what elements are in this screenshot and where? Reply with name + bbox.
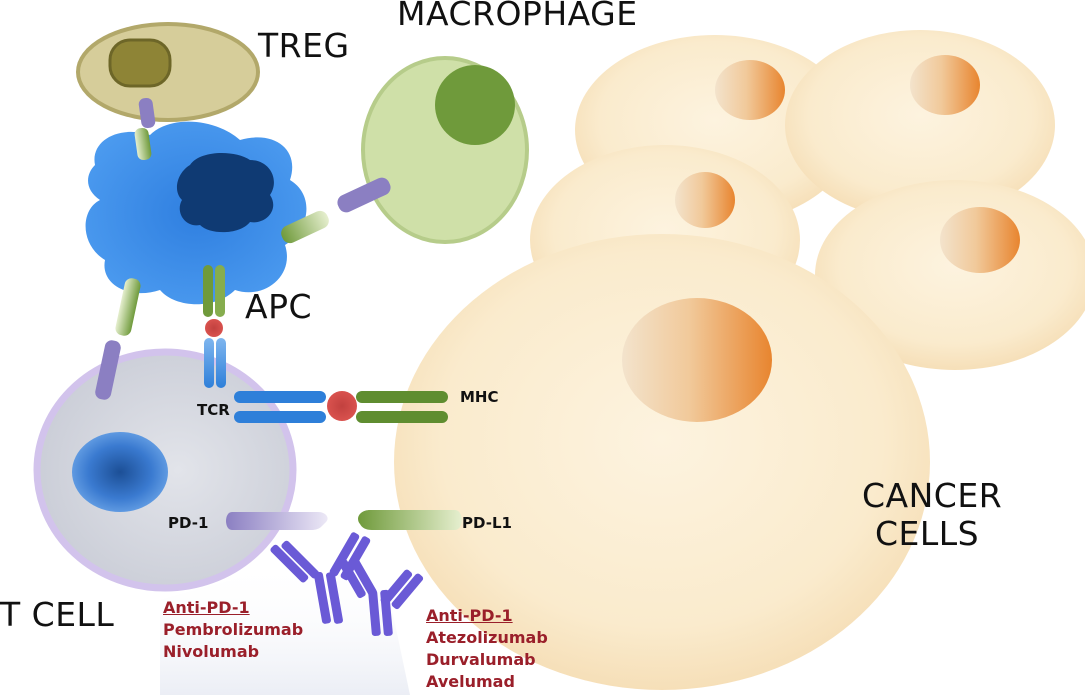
- drug-item: Avelumad: [426, 672, 515, 691]
- tcr-rod: [234, 391, 326, 403]
- cancer-cells-label-line1: CANCER: [862, 476, 1003, 515]
- mhc-rod: [356, 391, 448, 403]
- pd1-pdl1-complex: [226, 510, 462, 530]
- apc-tcell-receptor: [95, 278, 141, 400]
- mhc-rod: [356, 411, 448, 423]
- cancer-nucleus: [622, 298, 772, 422]
- cancer-cell-mid-right: [815, 180, 1085, 370]
- drug-list-left-heading: Anti-PD-1: [163, 598, 250, 617]
- pd1-label: PD-1: [168, 514, 209, 532]
- drug-list-right-heading: Anti-PD-1: [426, 606, 513, 625]
- drug-item: Atezolizumab: [426, 628, 548, 647]
- t-cell-label: T CELL: [0, 595, 115, 634]
- pd1-receptor: [226, 512, 328, 530]
- treg-apc-receptor: [134, 97, 156, 161]
- antibody-shadow: [160, 560, 410, 695]
- tcr-rod: [234, 411, 326, 423]
- cancer-nucleus: [940, 207, 1020, 273]
- apc-nucleus: [176, 153, 274, 233]
- apc-label: APC: [245, 287, 313, 326]
- drug-item: Pembrolizumab: [163, 620, 304, 639]
- t-cell-nucleus: [72, 432, 168, 512]
- cancer-nucleus: [910, 55, 980, 115]
- drug-item: Durvalumab: [426, 650, 536, 669]
- macrophage-nucleus: [435, 65, 515, 145]
- tcr-label: TCR: [197, 401, 230, 419]
- treg-label: TREG: [258, 26, 350, 65]
- cancer-cell-back-right: [785, 30, 1055, 220]
- pdl1-label: PD-L1: [462, 514, 512, 532]
- drug-item: Nivolumab: [163, 642, 260, 661]
- apc-macrophage-receptor: [281, 177, 391, 244]
- treg-cell: [76, 22, 260, 122]
- drug-list-right: Anti-PD-1 Atezolizumab Durvalumab Avelum…: [426, 605, 548, 693]
- macrophage-label: MACROPHAGE: [397, 0, 638, 33]
- macrophage-cell: [361, 56, 529, 244]
- apc-cell: [85, 121, 307, 305]
- antibody-right: [339, 557, 424, 637]
- cancer-nucleus: [715, 60, 785, 120]
- t-cell: [33, 348, 297, 592]
- cancer-nucleus: [675, 172, 735, 228]
- pdl1-ligand: [358, 510, 462, 530]
- antigen-peptide: [327, 391, 357, 421]
- drug-list-left: Anti-PD-1 Pembrolizumab Nivolumab: [163, 597, 303, 663]
- mhc-label: MHC: [460, 388, 499, 406]
- cancer-cells-label-line2: CELLS: [875, 514, 980, 553]
- apc-tcr-complex: [203, 265, 226, 388]
- tcr-mhc-complex: [234, 391, 448, 423]
- treg-nucleus: [108, 38, 172, 88]
- cancer-cell-front: [394, 234, 930, 690]
